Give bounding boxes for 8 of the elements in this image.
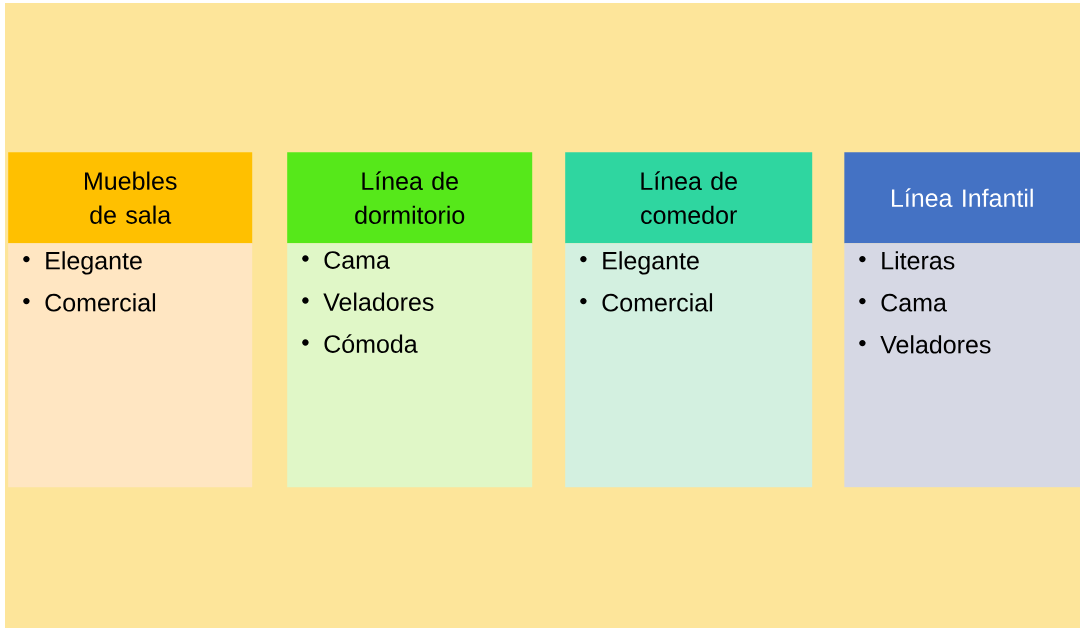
header-box: Línea de dormitorio xyxy=(287,152,533,244)
list-box: Elegante Comercial xyxy=(8,243,253,488)
header-box: Muebles de sala xyxy=(8,152,253,244)
list-box: Cama Veladores Cómoda xyxy=(287,243,533,488)
header-box: Línea de comedor xyxy=(565,152,813,244)
list-box: Literas Cama Veladores xyxy=(844,243,1080,488)
header-box: Línea Infantil xyxy=(844,152,1080,244)
list-box: Elegante Comercial xyxy=(565,243,813,488)
